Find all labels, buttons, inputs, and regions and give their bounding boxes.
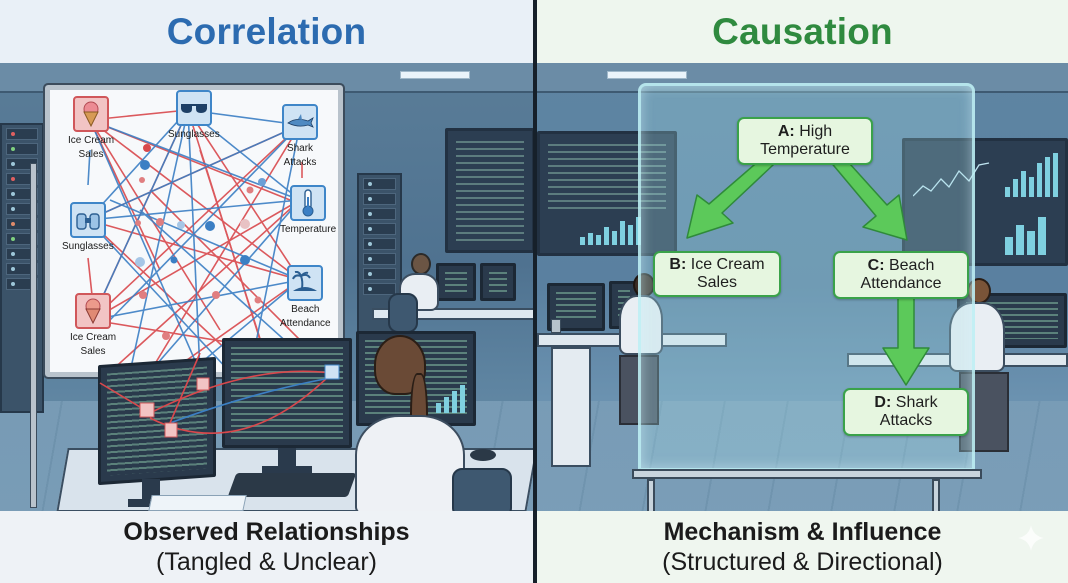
node-sunglasses-top: Sunglasses xyxy=(168,90,220,140)
monitor-base xyxy=(262,466,312,474)
node-a-high-temperature: A: High Temperature xyxy=(737,117,873,165)
node-c-beach-attendance: C: Beach Attendance xyxy=(833,251,969,299)
shark-icon xyxy=(282,104,318,140)
wall-code-screen xyxy=(445,128,533,253)
spillover-edges xyxy=(99,352,340,438)
node-ice-cream-sales-top: Ice Cream Sales xyxy=(68,96,114,160)
correlation-panel: Correlation xyxy=(0,0,533,583)
causation-panel: Causation xyxy=(537,0,1068,583)
node-b-ice-cream-sales: B: Ice Cream Sales xyxy=(653,251,781,297)
thermometer-icon xyxy=(290,185,327,221)
correlation-scene: Ice Cream Sales Sunglasses Shark Attacks xyxy=(0,63,533,511)
causation-caption-title: Mechanism & Influence xyxy=(663,518,942,546)
ice-cream-icon xyxy=(75,293,112,329)
correlation-caption-subtitle: (Tangled & Unclear) xyxy=(156,548,377,576)
background-chair xyxy=(388,293,418,333)
background-monitor xyxy=(436,263,476,301)
node-d-shark-attacks: D: Shark Attacks xyxy=(843,388,969,436)
palm-island-icon xyxy=(287,265,324,301)
sparkle-watermark-icon xyxy=(1018,525,1044,551)
binoculars-icon xyxy=(69,202,106,238)
correlation-caption-title: Observed Relationships xyxy=(123,518,410,546)
monitor-stand xyxy=(278,448,296,468)
causation-caption-subtitle: (Structured & Directional) xyxy=(662,548,943,576)
mouse xyxy=(470,449,496,461)
node-sunglasses-left: Sunglasses xyxy=(62,202,114,252)
tangled-edges xyxy=(87,109,338,372)
correlation-caption: Observed Relationships (Tangled & Unclea… xyxy=(0,511,533,583)
sunglasses-icon xyxy=(175,90,212,126)
node-shark-attacks: Shark Attacks xyxy=(282,104,318,168)
glass-board-leg xyxy=(647,479,655,511)
paper-document xyxy=(148,495,247,511)
drawer-cabinet xyxy=(551,347,591,467)
node-ice-cream-sales-bottom: Ice Cream Sales xyxy=(70,293,116,357)
node-beach-attendance: Beach Attendance xyxy=(280,265,331,329)
causation-scene: A: High Temperature B: Ice Cream Sales C… xyxy=(537,63,1068,511)
panel-divider xyxy=(533,0,537,583)
ceiling-light xyxy=(607,71,687,79)
arrow-c-to-d xyxy=(882,284,930,386)
chair xyxy=(452,468,512,511)
glass-board-base xyxy=(632,469,982,479)
cup xyxy=(551,319,561,333)
causation-title: Causation xyxy=(712,10,893,52)
node-temperature: Temperature xyxy=(280,185,336,235)
glass-board-leg xyxy=(932,479,940,511)
wall-code-screen xyxy=(537,131,677,256)
correlation-header: Correlation xyxy=(0,0,533,63)
wall-analytics-screen xyxy=(902,138,1068,266)
whiteboard-stand-leg xyxy=(30,163,37,508)
causation-caption: Mechanism & Influence (Structured & Dire… xyxy=(537,511,1068,583)
correlation-title: Correlation xyxy=(166,10,367,52)
monitor xyxy=(547,283,605,331)
background-monitor xyxy=(480,263,516,301)
foreground-monitor-center xyxy=(222,338,352,448)
ceiling-light xyxy=(400,71,470,79)
ice-cream-icon xyxy=(73,96,110,132)
correlation-whiteboard: Ice Cream Sales Sunglasses Shark Attacks xyxy=(43,83,345,379)
keyboard xyxy=(227,473,357,497)
shirt xyxy=(355,415,465,511)
causation-header: Causation xyxy=(537,0,1068,63)
